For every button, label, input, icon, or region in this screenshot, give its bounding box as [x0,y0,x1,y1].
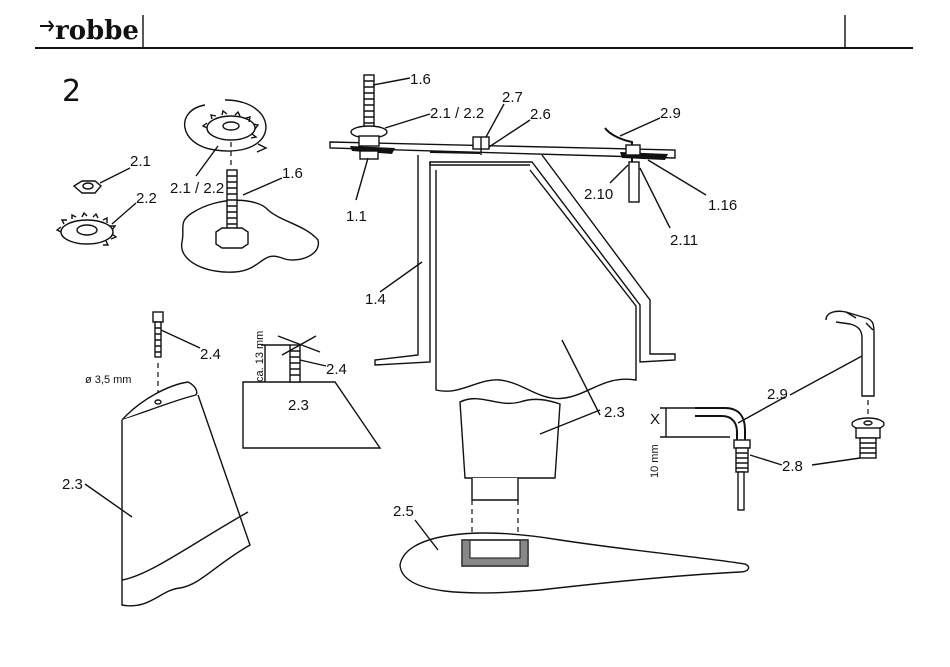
label-1-6-top: 1.6 [410,71,431,88]
header: robbe 2 [35,15,913,109]
label-2-1-2-2-top: 2.1 / 2.2 [430,105,484,122]
bolt-mounting-detail: 2.1 / 2.2 1.6 [170,100,318,272]
main-rudder-assembly: 1.6 2.1 / 2.2 1.1 2.7 2.6 1.4 2.3 2.5 [330,71,749,593]
rudder-break-upper [436,360,636,399]
label-x: X [650,411,660,428]
label-2-1: 2.1 [130,153,151,170]
label-2-6: 2.6 [530,106,551,123]
rudder-block [243,382,380,448]
rotation-arrow-head-icon [257,144,266,152]
left-rudder-detail: 2.4 ø 3,5 mm 2.3 [62,312,250,606]
toothed-washer [61,220,113,244]
mounting-surface-blob [182,200,319,272]
screw-head [153,312,163,322]
label-1-6-bolt: 1.6 [282,165,303,182]
label-1-4: 1.4 [365,291,386,308]
label-10-mm: 10 mm [649,444,661,478]
label-2-3-left: 2.3 [62,476,83,493]
bolt-head [216,228,248,248]
rudder-airfoil-section [400,533,749,593]
label-2-4-block: 2.4 [326,361,347,378]
threaded-bolt [227,170,237,232]
label-1-16: 1.16 [708,197,737,214]
label-2-3-center: 2.3 [604,404,625,421]
label-diameter: ø 3,5 mm [85,374,131,386]
label-2-10: 2.10 [584,186,613,203]
tiller-detail: X 10 mm 2.9 2.8 [649,311,884,510]
label-2-9-right: 2.9 [767,386,788,403]
block-detail: ca. 13 mm 2.4 2.3 [243,331,380,448]
logo-text: robbe [55,16,139,46]
label-2-8: 2.8 [782,458,803,475]
label-2-9-top: 2.9 [660,105,681,122]
label-2-4-screw: 2.4 [200,346,221,363]
label-2-7: 2.7 [502,89,523,106]
robbe-logo: robbe [40,16,139,46]
label-2-3-block: 2.3 [288,397,309,414]
label-2-11: 2.11 [670,232,698,249]
nut-and-washer: 2.1 2.2 [57,153,157,245]
label-2-2: 2.2 [136,190,157,207]
label-ca-13-mm: ca. 13 mm [254,331,266,382]
label-2-1-2-2-washer: 2.1 / 2.2 [170,180,224,197]
rudder-lower-piece [460,399,560,478]
label-2-5: 2.5 [393,503,414,520]
step-number: 2 [62,74,81,109]
rod-nut [359,136,379,146]
rudder-shaft [472,478,518,500]
label-1-1: 1.1 [346,208,367,225]
top-washer [207,116,255,140]
logo-arrow-icon [40,21,53,31]
